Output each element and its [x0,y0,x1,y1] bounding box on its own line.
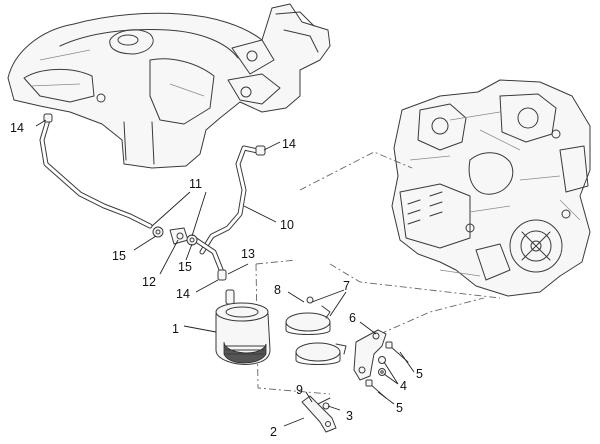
hose-right [193,145,265,275]
callout-11: 11 [189,177,202,191]
callout-5-lower: 5 [396,401,403,415]
clamp-ring-lower [295,342,347,365]
callout-15-right: 15 [178,260,192,274]
callout-6: 6 [349,311,356,325]
callout-8: 8 [274,283,281,297]
leader-lines [35,119,415,427]
washer [378,368,386,376]
callout-5-upper: 5 [416,367,423,381]
valve-12 [169,227,189,245]
callout-14-right: 14 [282,137,296,151]
callout-14-left: 14 [10,121,24,135]
fitting-1-top [225,289,235,305]
washer-upper [378,356,386,364]
clamp-14-bottom [217,269,227,281]
callout-15-left: 15 [112,249,126,263]
engine-block [391,79,591,297]
callout-12: 12 [142,275,156,289]
fuel-tank [7,3,331,169]
callout-4: 4 [400,379,407,393]
callout-14-bottom: 14 [176,287,190,301]
callout-7: 7 [343,279,350,293]
callout-13: 13 [241,247,255,261]
mount-bracket [301,395,337,433]
callout-9: 9 [296,383,303,397]
bracket [353,329,387,381]
callout-2: 2 [270,425,277,439]
callout-1: 1 [172,322,179,336]
hose-left [39,117,153,229]
clamp-15-right [186,234,198,246]
callouts: 14 14 14 11 10 13 15 15 12 1 8 7 6 4 5 5… [10,121,423,439]
callout-3: 3 [346,409,353,423]
clamp-14-right [255,145,266,156]
canister [215,302,271,365]
clamp-ring-upper [285,296,331,335]
callout-10: 10 [280,218,294,232]
clamp-15-left [152,226,164,238]
